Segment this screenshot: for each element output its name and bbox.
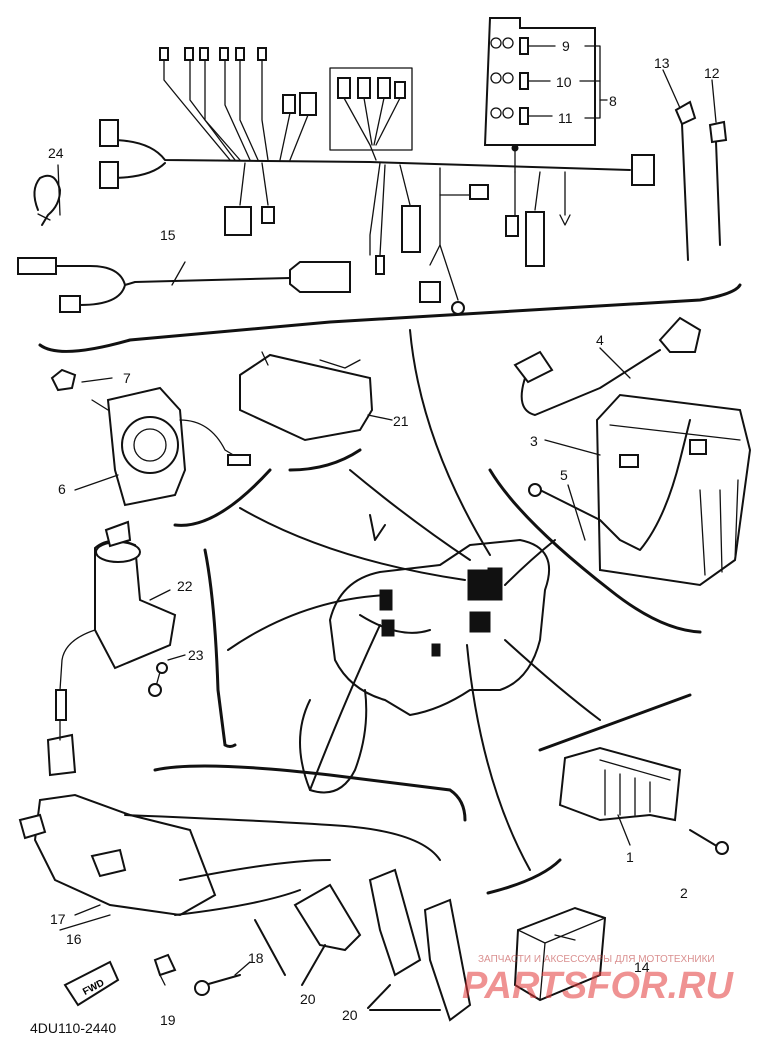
callout-11: 11 xyxy=(558,110,573,126)
callout-10: 10 xyxy=(556,74,572,90)
motorcycle xyxy=(299,514,550,794)
leader-lines xyxy=(227,329,601,871)
rectifier xyxy=(558,746,729,855)
horn xyxy=(50,368,251,507)
relay-unit xyxy=(239,351,374,442)
callout-3: 3 xyxy=(530,433,538,449)
callout-16: 16 xyxy=(66,931,82,947)
callout-9: 9 xyxy=(562,38,570,54)
callout-24: 24 xyxy=(48,145,64,161)
callout-12: 12 xyxy=(704,65,720,81)
watermark: ЗАПЧАСТИ И АКСЕССУАРЫ ДЛЯ МОТОТЕХНИКИ PA… xyxy=(462,954,734,1007)
callout-numbers: 1 2 3 4 5 6 7 8 9 10 11 12 13 14 15 16 1… xyxy=(48,38,720,1028)
callout-13: 13 xyxy=(654,55,670,71)
drawing-code: 4DU110-2440 xyxy=(30,1020,116,1036)
callout-20b: 20 xyxy=(342,1007,358,1023)
watermark-brand: PARTSFOR.RU xyxy=(462,965,734,1007)
callout-2: 2 xyxy=(680,885,688,901)
callout-23: 23 xyxy=(188,647,204,663)
callout-4: 4 xyxy=(596,332,604,348)
callout-22: 22 xyxy=(177,578,193,594)
main-wire-harness xyxy=(99,17,655,315)
callout-leaders xyxy=(57,69,717,986)
callout-15: 15 xyxy=(160,227,176,243)
callout-6: 6 xyxy=(58,481,66,497)
callout-1: 1 xyxy=(626,849,634,865)
ignition-coils xyxy=(18,793,472,1022)
callout-20a: 20 xyxy=(300,991,316,1007)
callout-5: 5 xyxy=(560,467,568,483)
callout-19: 19 xyxy=(160,1012,176,1028)
callout-7: 7 xyxy=(123,370,131,386)
flasher-relay xyxy=(513,906,607,1002)
fwd-arrow: FWD xyxy=(63,960,120,1007)
callout-8: 8 xyxy=(609,93,617,109)
watermark-tagline: ЗАПЧАСТИ И АКСЕССУАРЫ ДЛЯ МОТОТЕХНИКИ xyxy=(478,954,715,965)
callout-18: 18 xyxy=(248,950,264,966)
battery xyxy=(513,316,752,587)
callout-21: 21 xyxy=(393,413,409,429)
callout-17: 17 xyxy=(50,911,66,927)
sub-harness xyxy=(17,257,351,313)
callout-14: 14 xyxy=(634,959,650,975)
clamp-and-ties xyxy=(33,100,728,261)
ignition-switch xyxy=(46,520,177,777)
